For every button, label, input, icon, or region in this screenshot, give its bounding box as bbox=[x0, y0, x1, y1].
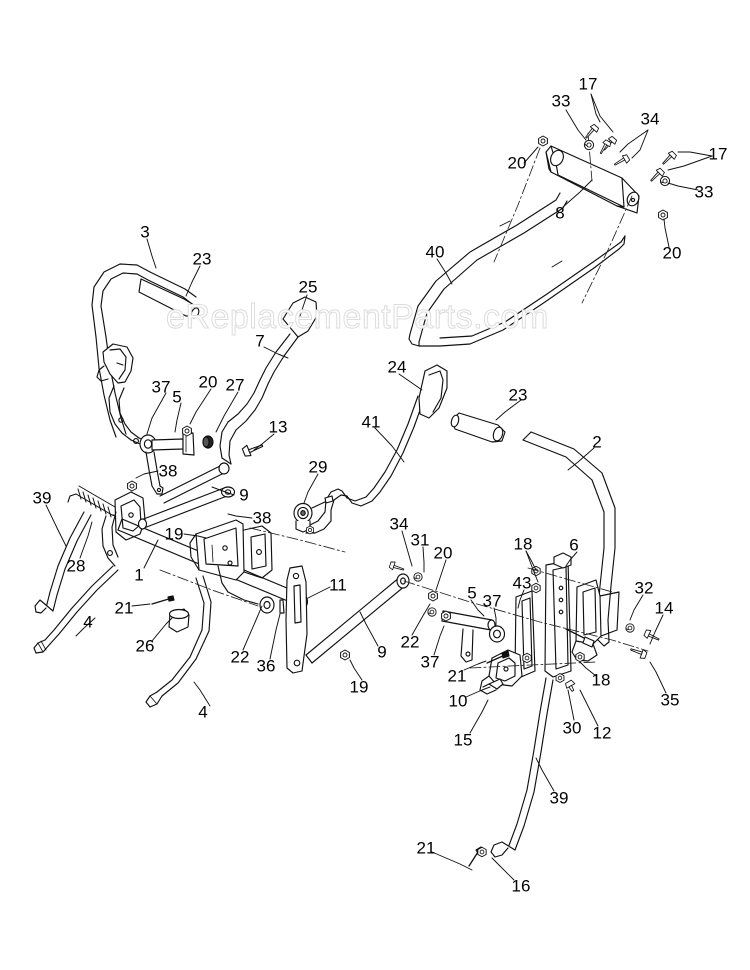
callout-20b: 20 bbox=[662, 243, 682, 263]
callout-21b: 21 bbox=[447, 666, 467, 686]
callout-37c: 37 bbox=[420, 652, 440, 672]
part-28-spring bbox=[67, 485, 119, 518]
part-21-right-pin bbox=[486, 650, 510, 664]
callout-3: 3 bbox=[140, 222, 150, 242]
callout-29: 29 bbox=[308, 457, 328, 477]
callout-34: 34 bbox=[640, 109, 660, 129]
callout-22: 22 bbox=[230, 647, 250, 667]
part-15-rod-end bbox=[482, 678, 504, 690]
part-4-cable-upper bbox=[33, 565, 119, 654]
callout-23b: 23 bbox=[508, 385, 528, 405]
callout-34b: 34 bbox=[389, 514, 409, 534]
part-26-bushing bbox=[168, 608, 190, 633]
part-27-lever-housing bbox=[96, 343, 149, 445]
callout-8: 8 bbox=[555, 203, 565, 223]
callout-20c: 20 bbox=[198, 372, 218, 392]
part-37-right-collar bbox=[488, 625, 506, 643]
callout-32: 32 bbox=[634, 578, 654, 598]
part-9-lower-link bbox=[305, 573, 410, 664]
part-7-control-lever bbox=[219, 296, 318, 465]
callout-25: 25 bbox=[298, 277, 318, 297]
callout-4b: 4 bbox=[198, 702, 208, 722]
callout-22b: 22 bbox=[400, 632, 420, 652]
callout-41: 41 bbox=[361, 412, 381, 432]
callout-33: 33 bbox=[551, 91, 571, 111]
callout-40: 40 bbox=[425, 242, 445, 262]
callout-19b: 19 bbox=[349, 677, 369, 697]
part-24-grip bbox=[418, 364, 448, 419]
part-21-cotter-pin bbox=[151, 595, 175, 605]
callout-15: 15 bbox=[453, 730, 473, 750]
callout-19: 19 bbox=[164, 524, 184, 544]
callout-17b: 17 bbox=[708, 144, 728, 164]
callout-7: 7 bbox=[255, 331, 265, 351]
callout-6: 6 bbox=[569, 535, 579, 555]
callout-30: 30 bbox=[562, 718, 582, 738]
callout-9b: 9 bbox=[377, 642, 387, 662]
part-23-right-grip bbox=[450, 412, 506, 443]
part-5-pivot-bolt bbox=[151, 432, 195, 456]
callout-12: 12 bbox=[592, 723, 612, 743]
part-32-angle bbox=[565, 579, 620, 662]
callout-39: 39 bbox=[32, 488, 52, 508]
callout-37: 37 bbox=[151, 377, 171, 397]
part-39-cable-left bbox=[34, 511, 92, 614]
callout-36: 36 bbox=[256, 656, 276, 676]
callout-10: 10 bbox=[448, 691, 468, 711]
callout-18b: 18 bbox=[591, 670, 611, 690]
callout-27: 27 bbox=[225, 375, 245, 395]
callout-21c: 21 bbox=[416, 838, 436, 858]
callout-16: 16 bbox=[511, 876, 531, 896]
part-5-right-shaft bbox=[441, 610, 496, 663]
callout-38: 38 bbox=[158, 461, 178, 481]
callout-35: 35 bbox=[660, 690, 680, 710]
callout-26: 26 bbox=[135, 636, 155, 656]
part-9-upper-link bbox=[137, 486, 236, 530]
callout-39b: 39 bbox=[549, 788, 569, 808]
callout-24: 24 bbox=[387, 357, 407, 377]
callout-14: 14 bbox=[654, 598, 674, 618]
part-4-cable-lower bbox=[145, 575, 212, 708]
callout-43: 43 bbox=[512, 573, 532, 593]
callout-28: 28 bbox=[66, 556, 86, 576]
callout-37b: 37 bbox=[482, 591, 502, 611]
callout-18: 18 bbox=[513, 534, 533, 554]
callout-5: 5 bbox=[172, 387, 182, 407]
part-39-cable-right bbox=[490, 677, 554, 858]
callout-17: 17 bbox=[578, 74, 598, 94]
callout-38b: 38 bbox=[252, 508, 272, 528]
callout-1: 1 bbox=[134, 565, 144, 585]
part-22-collar bbox=[259, 596, 285, 614]
part-11-slotted-link bbox=[285, 565, 308, 674]
left-pivot-plate bbox=[101, 491, 146, 567]
callout-5b: 5 bbox=[467, 583, 477, 603]
part-8-cross-bracket bbox=[545, 145, 640, 214]
callout-4: 4 bbox=[83, 612, 93, 632]
callout-20d: 20 bbox=[433, 543, 453, 563]
callout-13: 13 bbox=[268, 417, 288, 437]
callout-31: 31 bbox=[410, 530, 430, 550]
part-27-bushing bbox=[202, 435, 214, 449]
callout-11: 11 bbox=[329, 575, 347, 595]
part-40-foot-frame bbox=[408, 192, 626, 347]
center-bracket bbox=[189, 519, 273, 605]
callout-21: 21 bbox=[114, 598, 134, 618]
callout-20: 20 bbox=[507, 153, 527, 173]
callout-33b: 33 bbox=[694, 182, 714, 202]
part-9-mid-arm bbox=[159, 462, 230, 504]
callout-9: 9 bbox=[239, 485, 249, 505]
part-6-mount-plate bbox=[544, 552, 572, 678]
part-23-left-grip bbox=[138, 278, 200, 319]
callout-23: 23 bbox=[192, 249, 212, 269]
callout-2: 2 bbox=[592, 432, 602, 452]
part-29-knob bbox=[293, 495, 334, 535]
